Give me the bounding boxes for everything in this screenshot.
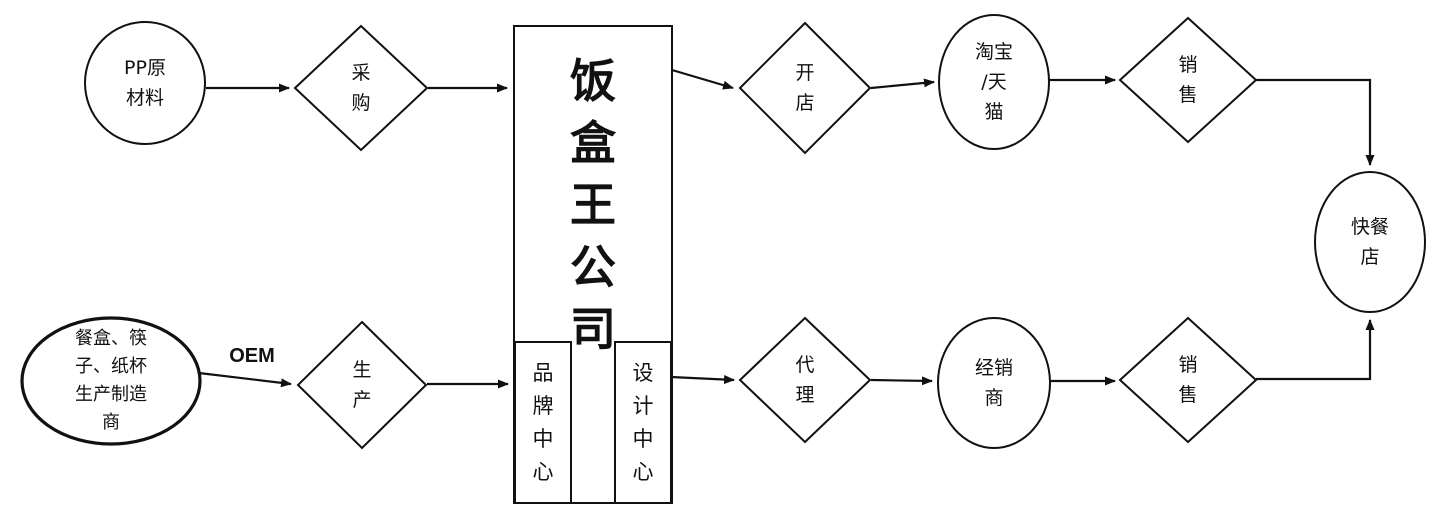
node-sales-offline[interactable]: 销售 <box>1118 316 1258 444</box>
open-store-diamond <box>738 21 872 155</box>
node-design-center[interactable]: 设计中心 <box>614 341 672 504</box>
edge-sales-fastfood-top <box>1256 78 1375 166</box>
edge-sales-fastfood-bottom <box>1256 319 1375 381</box>
procurement-label: 采购 <box>351 62 370 114</box>
fast-food-shop-ellipse <box>1314 171 1426 313</box>
nodes-layer: PP原材料采购开店淘宝/天猫销售快餐店餐盒、筷子、纸杯生产制造商生产代理经销商销… <box>20 14 1426 450</box>
agency-label: 代理 <box>795 354 814 406</box>
taobao-tmall-ellipse <box>938 14 1050 150</box>
edges-layer <box>198 68 1375 389</box>
node-open-store[interactable]: 开店 <box>738 21 872 155</box>
company-name-label: 饭盒王公司 <box>570 54 617 356</box>
pp-raw-material-ellipse <box>84 21 206 145</box>
fast-food-shop-label: 快餐店 <box>1351 216 1389 268</box>
edge-designcenter-agency <box>670 375 735 385</box>
node-production[interactable]: 生产 <box>296 320 428 450</box>
production-label: 生产 <box>352 359 371 411</box>
node-agency[interactable]: 代理 <box>738 316 872 444</box>
distributor-ellipse <box>937 317 1051 449</box>
open-store-label: 开店 <box>795 62 814 114</box>
node-brand-center[interactable]: 品牌中心 <box>514 341 572 504</box>
node-fast-food-shop[interactable]: 快餐店 <box>1314 171 1426 313</box>
taobao-tmall-label: 淘宝/天猫 <box>975 41 1013 123</box>
edge-agency-distributor <box>870 376 933 386</box>
manufacturer-ellipse <box>20 316 202 446</box>
sales-online-label: 销售 <box>1178 54 1197 106</box>
edge-labels-layer: OEM <box>229 345 275 367</box>
agency-diamond <box>738 316 872 444</box>
production-diamond <box>296 320 428 450</box>
node-pp-raw-material[interactable]: PP原材料 <box>84 21 206 145</box>
pp-raw-material-label: PP原材料 <box>124 57 166 109</box>
brand-center-rect <box>514 341 572 504</box>
edge-company-openstore <box>671 68 734 90</box>
sales-online-diamond <box>1118 16 1258 144</box>
design-center-label: 设计中心 <box>633 361 654 484</box>
design-center-rect <box>614 341 672 504</box>
node-distributor[interactable]: 经销商 <box>937 317 1051 449</box>
edge-manufacturer-production <box>198 371 292 388</box>
node-manufacturer[interactable]: 餐盒、筷子、纸杯生产制造商 <box>20 316 202 446</box>
brand-center-label: 品牌中心 <box>533 361 554 484</box>
distributor-label: 经销商 <box>975 357 1013 409</box>
node-taobao-tmall[interactable]: 淘宝/天猫 <box>938 14 1050 150</box>
procurement-diamond <box>293 24 429 152</box>
oem-label: OEM <box>229 345 275 367</box>
sales-offline-label: 销售 <box>1178 354 1197 406</box>
manufacturer-label: 餐盒、筷子、纸杯生产制造商 <box>75 328 147 433</box>
sales-offline-diamond <box>1118 316 1258 444</box>
node-procurement[interactable]: 采购 <box>293 24 429 152</box>
edge-openstore-taobao <box>870 78 935 90</box>
node-sales-online[interactable]: 销售 <box>1118 16 1258 144</box>
